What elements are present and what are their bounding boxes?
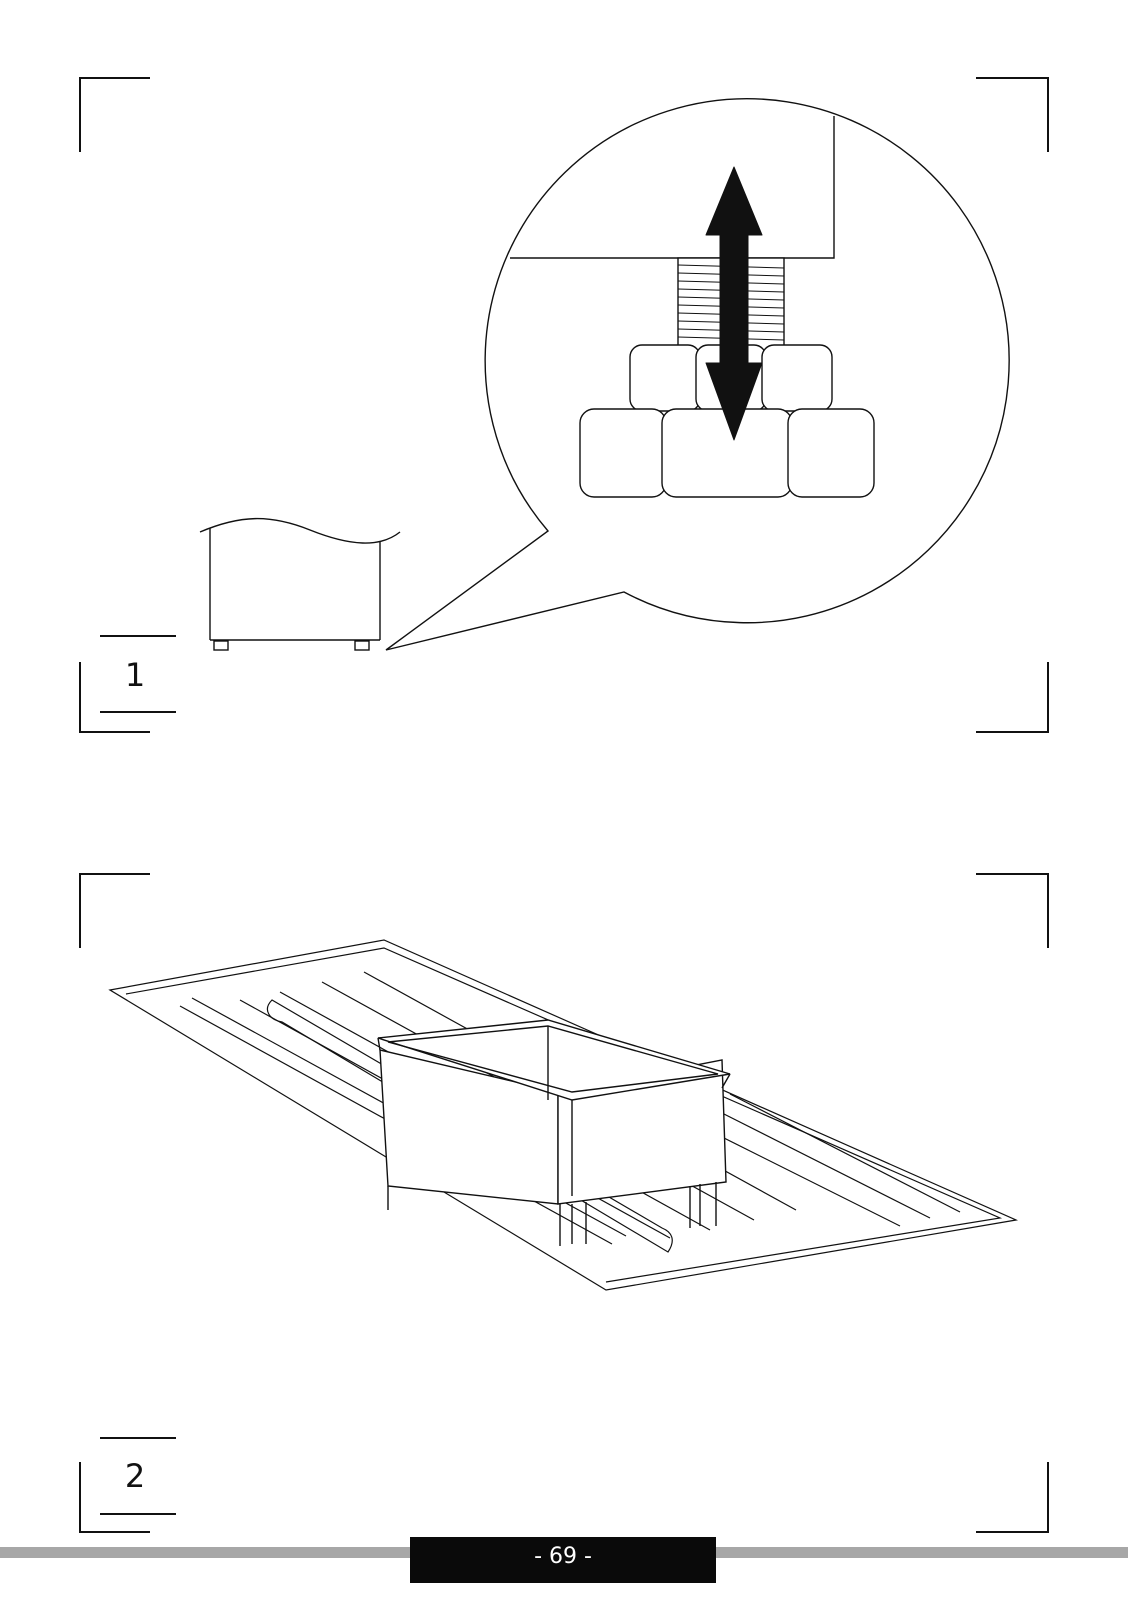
left-foot [214,641,228,650]
page-number: - 69 - [410,1537,716,1583]
figure-2-drawing [0,860,1128,1540]
figure-1-drawing [0,0,1128,760]
right-foot [355,641,369,650]
figure-2-number: 2 [96,1458,174,1494]
appliance-base [200,519,400,650]
figure-2: 2 [0,860,1128,1540]
figure-1-number: 1 [96,657,174,693]
figure-1: 1 [0,0,1128,760]
